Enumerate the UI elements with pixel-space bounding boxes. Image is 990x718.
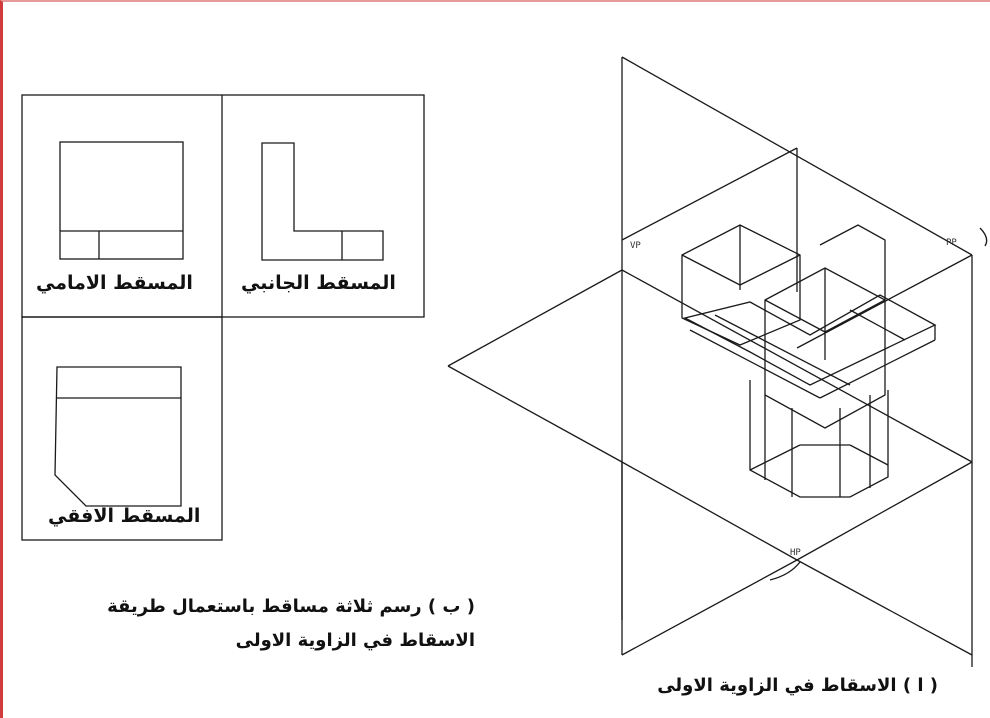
caption-b-line1: ( ب ) رسم ثلاثة مساقط باستعمال طريقة — [107, 596, 475, 617]
top-view-drawing — [54, 366, 182, 507]
caption-b-line2: الاسقاط في الزاوية الاولى — [235, 630, 475, 651]
orthographic-views-frame — [21, 94, 425, 541]
pp-label: PP — [946, 238, 957, 248]
caption-a: ( ا ) الاسقاط في الزاوية الاولى — [657, 675, 938, 696]
vp-label: VP — [630, 241, 641, 251]
front-view-drawing — [59, 141, 184, 260]
side-view-label: المسقط الجانبي — [241, 272, 396, 294]
front-view-label: المسقط الامامي — [36, 272, 193, 294]
isometric-solid — [681, 224, 937, 498]
hp-label: HP — [790, 548, 801, 558]
top-view-label: المسقط الافقي — [48, 505, 201, 527]
projection-planes — [447, 56, 988, 667]
side-view-drawing — [261, 142, 384, 261]
